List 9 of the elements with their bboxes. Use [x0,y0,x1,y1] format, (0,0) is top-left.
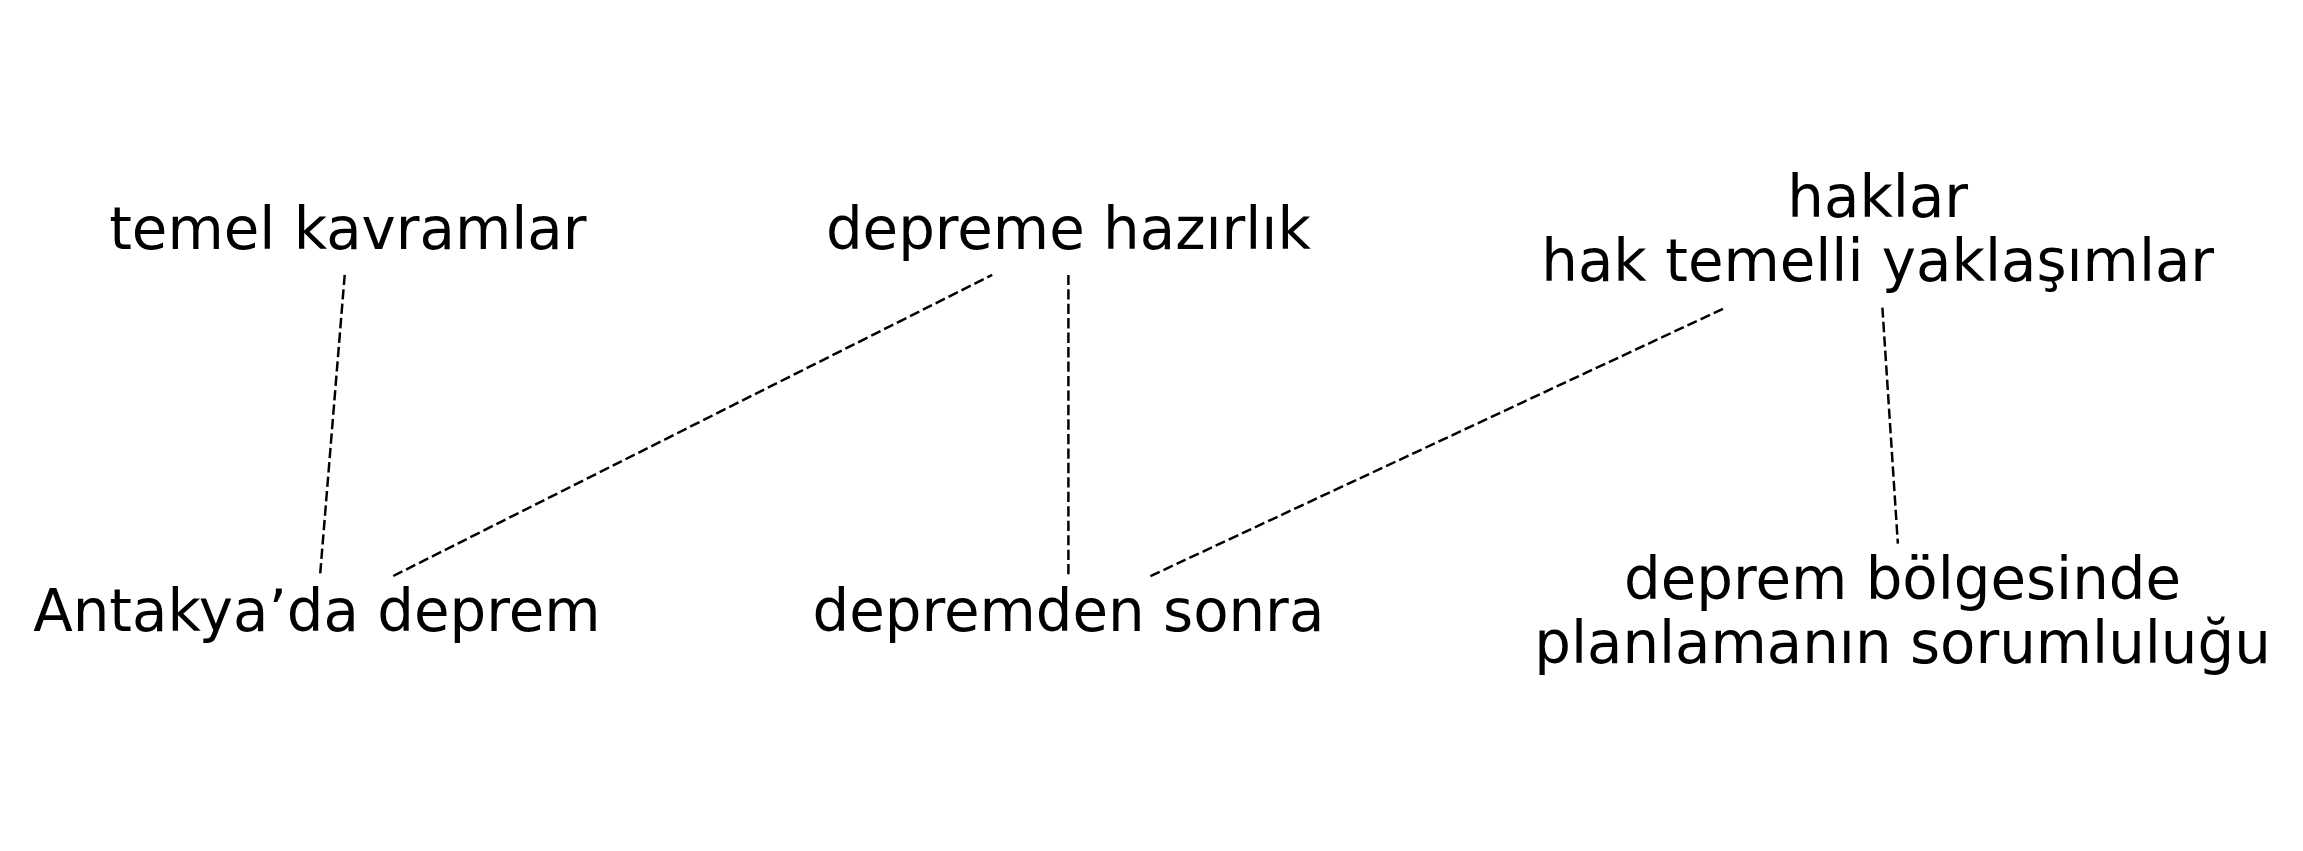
node-text: haklar hak temelli yaklaşımlar [1541,162,2215,295]
connector [1881,307,1900,544]
connector [392,273,993,578]
node-text: Antakya’da deprem [33,576,601,645]
node-text: temel kavramlar [109,194,587,263]
connector [1067,274,1070,576]
node-text: deprem bölgesinde planlamanın sorumluluğu [1534,544,2271,677]
node-text: depreme hazırlık [825,194,1311,263]
node-text: depremden sonra [812,576,1325,645]
